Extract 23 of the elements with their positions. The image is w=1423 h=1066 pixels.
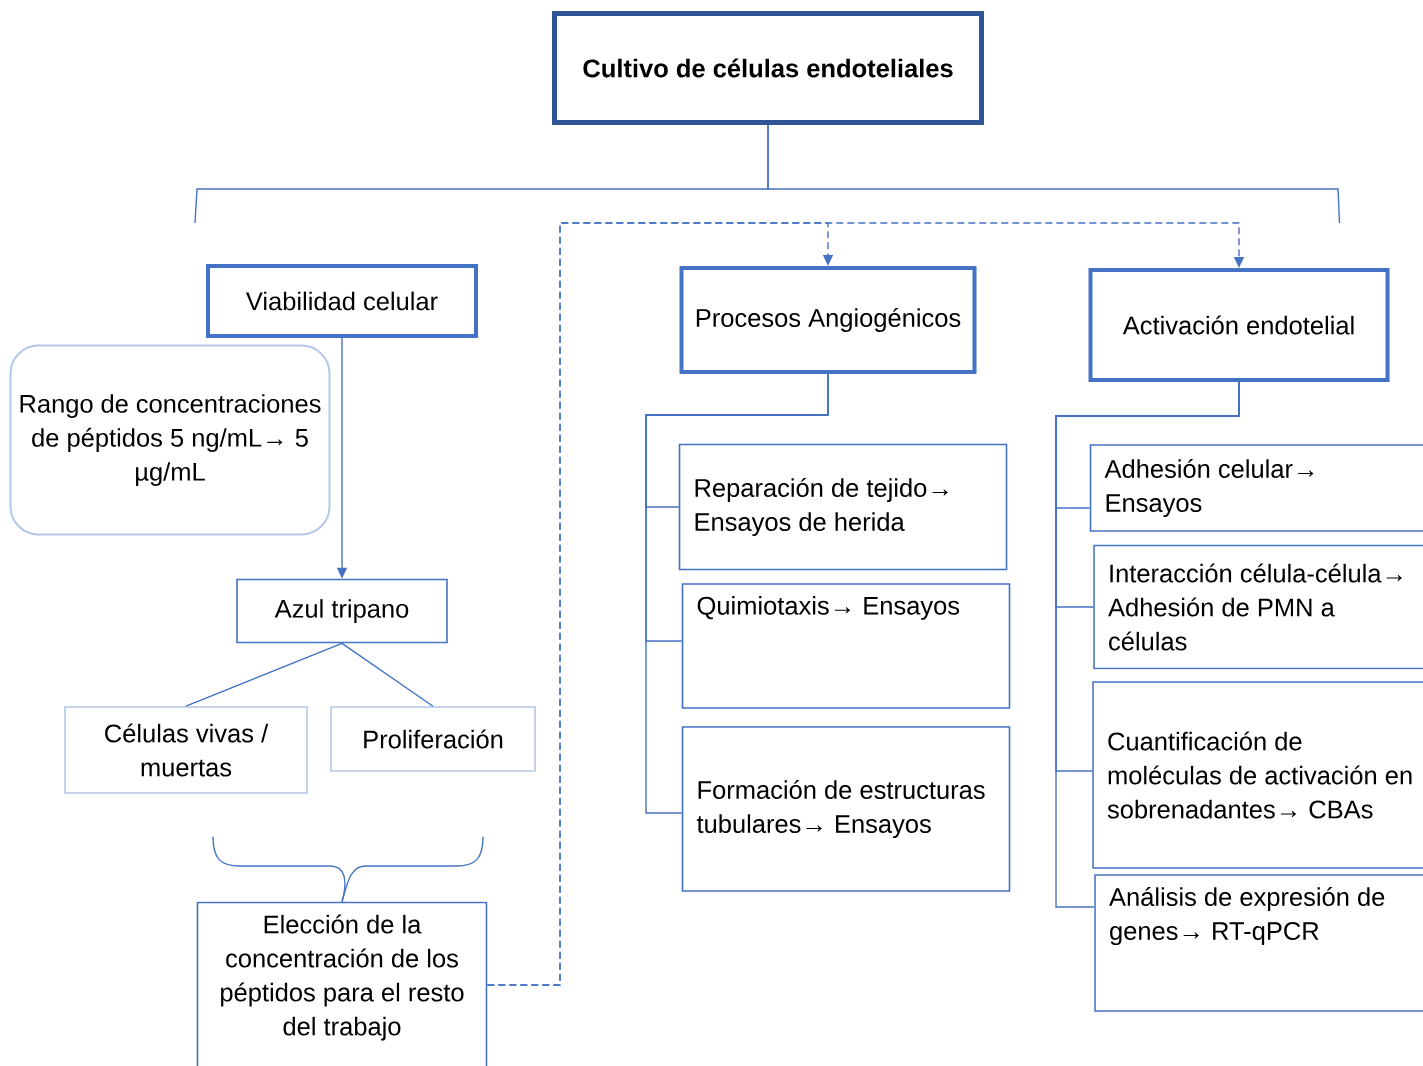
process-box: Reparación de tejido→ Ensayos de herida bbox=[678, 443, 1008, 571]
process-box: Elección de la concentración de los péptidos para el resto del trabajo bbox=[196, 901, 488, 1066]
title-box: Cultivo de células endoteliales bbox=[552, 11, 984, 125]
process-box: Quimiotaxis→ Ensayos bbox=[681, 583, 1011, 709]
connector-line bbox=[185, 642, 343, 707]
connector-line bbox=[645, 373, 829, 814]
arrow bbox=[486, 222, 1245, 986]
process-box: Análisis de expresión de genes→ RT-qPCR bbox=[1094, 874, 1423, 1012]
heading-box: Activación endotelial bbox=[1088, 268, 1390, 382]
heading-box: Procesos Angiogénicos bbox=[679, 266, 977, 374]
connector-line bbox=[1055, 381, 1240, 908]
process-box: Células vivas / muertas bbox=[64, 706, 308, 794]
connector-line bbox=[767, 124, 1341, 224]
process-box: Cuantificación de moléculas de activación en sobrenadantes→ CBAs bbox=[1092, 681, 1423, 869]
brace-line bbox=[341, 836, 484, 903]
process-box: Azul tripano bbox=[236, 578, 448, 644]
process-box: Adhesión celular→ Ensayos bbox=[1089, 444, 1423, 532]
process-box: Interacción célula-célula→ Adhesión de PMN a células bbox=[1093, 544, 1423, 670]
process-box: Proliferación bbox=[330, 706, 536, 772]
note-box: Rango de concentraciones de péptidos 5 ng/mL→ 5 µg/mL bbox=[9, 344, 331, 536]
process-box: Formación de estructuras tubulares→ Ensayos bbox=[681, 726, 1011, 892]
connector-line bbox=[341, 642, 434, 707]
heading-box: Viabilidad celular bbox=[206, 264, 478, 338]
